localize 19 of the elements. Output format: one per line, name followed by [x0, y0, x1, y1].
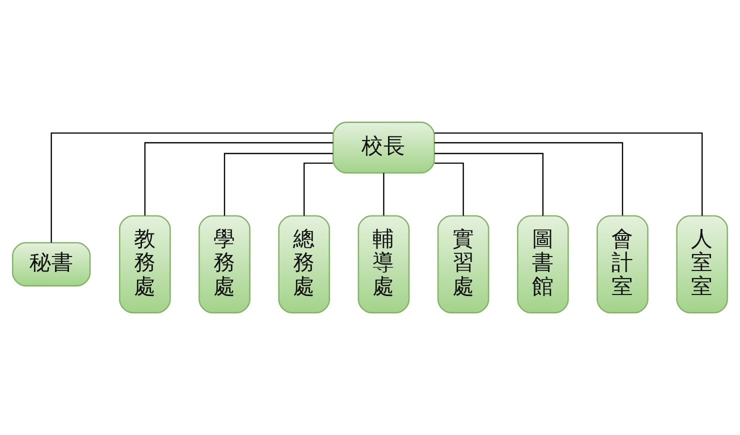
- node-box: 人室室: [676, 215, 728, 314]
- node-box: 實習處: [437, 215, 490, 314]
- connector: [224, 152, 333, 216]
- connector: [50, 132, 333, 243]
- node-box: 總務處: [278, 215, 330, 314]
- node-box: 校長: [332, 122, 435, 174]
- node-box: 教務處: [119, 215, 171, 314]
- connector: [434, 132, 703, 216]
- node-box: 學務處: [198, 215, 250, 314]
- connector: [304, 162, 333, 216]
- connector: [434, 162, 464, 216]
- node-box: 圖書館: [517, 215, 569, 314]
- connector: [383, 172, 384, 216]
- connector: [144, 142, 334, 216]
- node-box: 會計室: [596, 215, 648, 314]
- connector: [434, 152, 544, 216]
- node-box: 輔導處: [358, 215, 410, 314]
- connector: [434, 142, 624, 216]
- node-box: 秘書: [12, 242, 91, 286]
